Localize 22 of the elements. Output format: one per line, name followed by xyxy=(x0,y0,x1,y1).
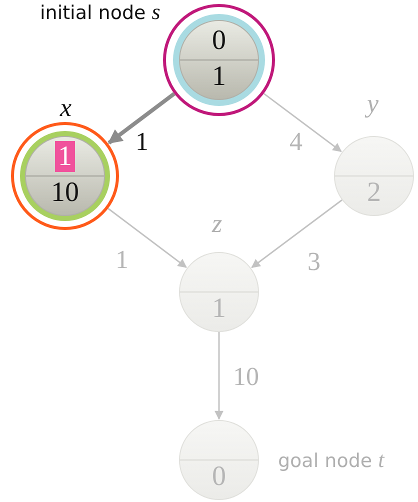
node-value: 1 xyxy=(211,61,227,92)
node-value: 0 xyxy=(211,25,227,56)
arrow xyxy=(263,92,342,152)
node-value: 0 xyxy=(211,461,227,492)
node-circle xyxy=(177,250,261,334)
node-circle xyxy=(177,418,261,502)
node-value: 10 xyxy=(50,177,80,208)
variable-label: z xyxy=(212,209,222,239)
node-value: 1 xyxy=(211,293,227,324)
arrow xyxy=(214,332,224,420)
arrow xyxy=(108,92,176,144)
node-caption: goal node t xyxy=(278,447,384,473)
arrow xyxy=(108,208,187,268)
node-circle xyxy=(332,134,416,218)
variable-label: y xyxy=(367,89,379,119)
highlighted-value: 1 xyxy=(55,141,75,172)
node-circle xyxy=(9,120,121,232)
arrow xyxy=(251,199,342,268)
node-caption: initial node s xyxy=(40,0,160,25)
node-value: 2 xyxy=(366,177,382,208)
node-circle xyxy=(161,2,277,118)
variable-label: x xyxy=(60,93,72,123)
